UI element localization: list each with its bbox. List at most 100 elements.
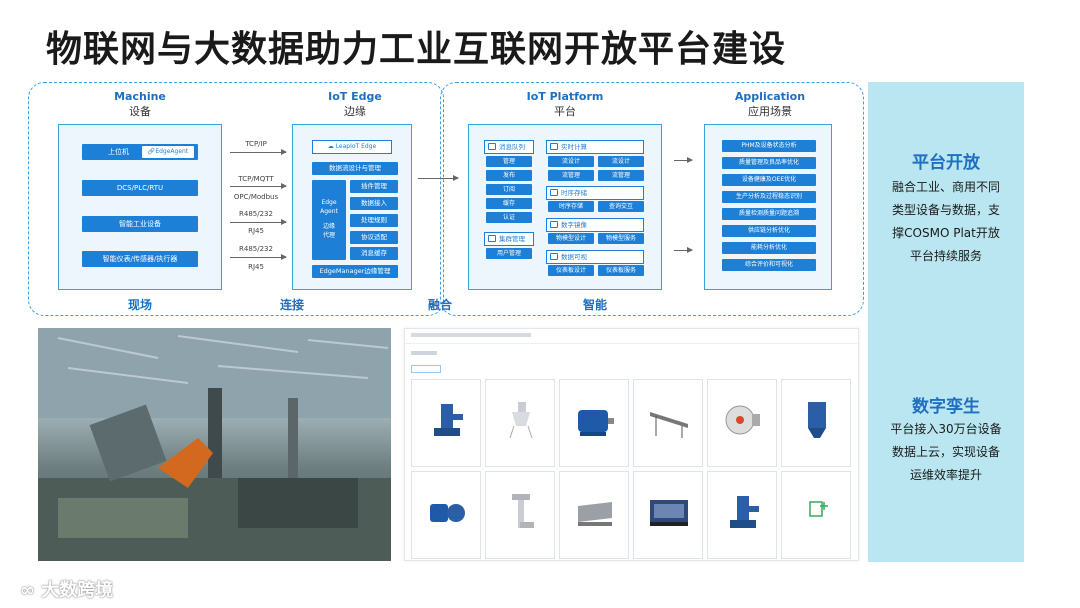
gear-motor-icon	[426, 492, 468, 532]
device-card	[411, 379, 481, 467]
rt-item: 流设计	[548, 156, 594, 167]
device-card	[411, 471, 481, 559]
protocol-label: OPC/Modbus	[226, 193, 286, 201]
device-card	[633, 471, 703, 559]
cloud-icon: ☁	[328, 143, 334, 150]
elevator-icon	[500, 492, 542, 532]
protocol-label: RJ45	[226, 263, 286, 271]
footer-intelligence: 智能	[565, 296, 625, 313]
mq-item: 订阅	[486, 184, 532, 195]
connector-arrow	[674, 250, 692, 251]
compute-icon	[550, 143, 558, 150]
viz-item: 仪表板服务	[598, 265, 644, 276]
add-icon	[796, 492, 838, 532]
logo-icon: ∞	[20, 580, 35, 601]
rt-item: 流管理	[598, 170, 644, 181]
digital-twin-line: 运维效率提升	[868, 464, 1024, 487]
connector-arrow	[230, 186, 286, 187]
motor-icon	[574, 400, 616, 440]
device-list-screenshot	[404, 328, 859, 561]
edge-mod: 协议适配	[350, 231, 398, 244]
platform-subtitle: 平台	[515, 103, 615, 119]
machine-title: Machine	[100, 90, 180, 103]
device-card	[559, 471, 629, 559]
pump-icon	[426, 400, 468, 440]
edge-agent-label: Edge Agent	[319, 198, 339, 216]
app-item: 设备健康及OEE优化	[722, 174, 816, 186]
screenshot-filter-button	[411, 365, 441, 373]
machine-item-dcs: DCS/PLC/RTU	[82, 180, 198, 196]
edge-subtitle: 边缘	[315, 103, 395, 119]
device-card	[559, 379, 629, 467]
device-card	[485, 379, 555, 467]
app-item: 综合评价和可视化	[722, 259, 816, 271]
connector-arrow	[674, 160, 692, 161]
factory-scene	[38, 328, 391, 561]
edge-flow-design: 数据流设计与管理	[312, 162, 398, 175]
connector-arrow	[230, 257, 286, 258]
app-item: 质量检测质量问题追溯	[722, 208, 816, 220]
twin-item: 物模型服务	[598, 233, 644, 244]
machine-item-smart-device: 智能工业设备	[82, 216, 198, 232]
footer-field: 现场	[110, 296, 170, 313]
protocol-label: TCP/IP	[226, 140, 286, 148]
platform-open-line: 平台持续服务	[868, 245, 1024, 268]
device-card	[707, 379, 777, 467]
queue-icon	[488, 143, 496, 150]
platform-open-line: 融合工业、商用不同	[868, 176, 1024, 199]
mq-item: 管理	[486, 156, 532, 167]
footer-connect: 连接	[262, 296, 322, 313]
leapiot-edge-header: ☁ LeapIoT Edge	[312, 140, 392, 154]
edge-manager: EdgeManager边缘管理	[312, 265, 398, 278]
digital-twin-heading: 数字孪生	[868, 392, 1024, 417]
app-item: 供应链分析优化	[722, 225, 816, 237]
device-card	[485, 471, 555, 559]
edge-agent-block: Edge Agent 边缘代理	[312, 180, 346, 260]
platform-title: IoT Platform	[515, 90, 615, 103]
application-title: Application	[720, 90, 820, 103]
fan-icon	[722, 400, 764, 440]
viz-header: 数据可视	[546, 250, 644, 264]
twin-header: 数字镜像	[546, 218, 644, 232]
connector-arrow	[230, 222, 286, 223]
ts-item: 查询交互	[598, 201, 644, 212]
hopper-icon	[796, 400, 838, 440]
connector-arrow	[418, 178, 458, 179]
device-card	[633, 379, 703, 467]
add-device-card[interactable]	[781, 471, 851, 559]
app-item: PHM及设备状态分析	[722, 140, 816, 152]
digital-twin-line: 数据上云，实现设备	[868, 441, 1024, 464]
timeseries-header: 时序存储	[546, 186, 644, 200]
viz-item: 仪表板设计	[548, 265, 594, 276]
page-title: 物联网与大数据助力工业互联网开放平台建设	[46, 20, 786, 72]
chart-icon	[550, 253, 558, 260]
screenshot-section-label	[411, 351, 437, 355]
edgeagent-tag: 🔗EdgeAgent	[142, 146, 194, 158]
mq-item: 缓存	[486, 198, 532, 209]
realtime-header: 实时计算	[546, 140, 644, 154]
machine-item-host: 上位机 🔗EdgeAgent	[82, 144, 198, 160]
app-item: 生产分析及过程稳态识别	[722, 191, 816, 203]
pump-icon	[722, 492, 764, 532]
database-icon	[550, 189, 558, 196]
platform-open-line: 类型设备与数据，支	[868, 199, 1024, 222]
protocol-label: R485/232	[226, 210, 286, 218]
screenshot-breadcrumb	[411, 333, 531, 337]
rt-item: 流设计	[598, 156, 644, 167]
twin-item: 物模型设计	[548, 233, 594, 244]
conveyor-icon	[648, 400, 690, 440]
cluster-icon	[488, 235, 496, 242]
machine-subtitle: 设备	[100, 103, 180, 119]
application-subtitle: 应用场景	[720, 103, 820, 119]
connector-arrow	[230, 152, 286, 153]
user-management: 用户管理	[486, 248, 532, 259]
edge-proxy-label: 边缘代理	[322, 222, 336, 240]
screenshot-divider	[405, 343, 860, 344]
footer-fusion: 融合	[410, 296, 470, 313]
machine-item-sensor: 智能仪表/传感器/执行器	[82, 251, 198, 267]
ts-item: 时序存储	[548, 201, 594, 212]
device-card	[707, 471, 777, 559]
edge-mod: 处理规则	[350, 214, 398, 227]
platform-open-heading: 平台开放	[868, 148, 1024, 173]
right-info-panel: 平台开放 融合工业、商用不同 类型设备与数据，支 撑COSMO Plat开放 平…	[868, 82, 1024, 562]
